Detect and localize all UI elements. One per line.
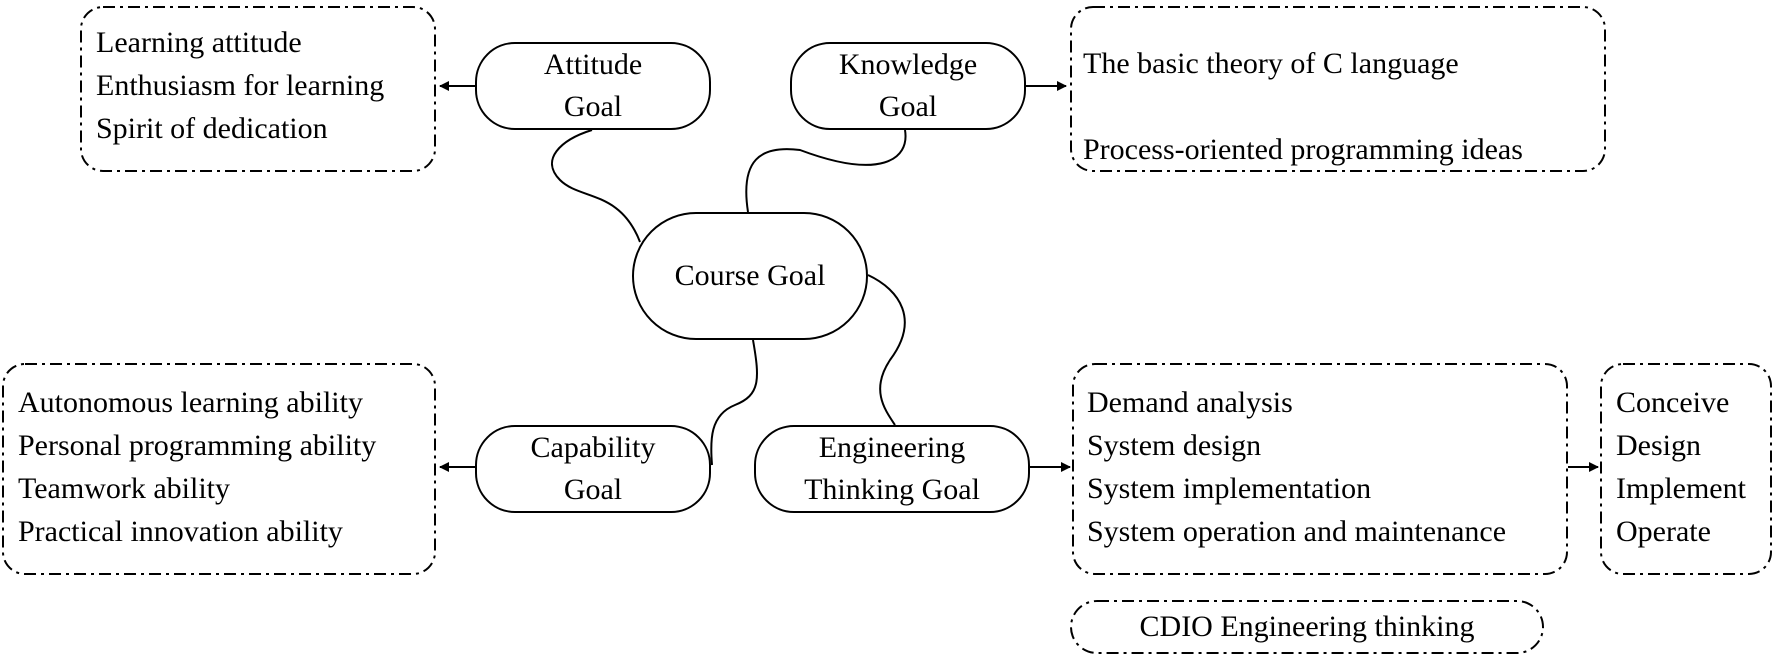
goal-label-line1: Knowledge [838, 48, 978, 81]
curve-center-capability [710, 339, 758, 466]
engineering-details-box [1072, 363, 1568, 575]
list-item: Design [1616, 429, 1701, 462]
knowledge-details-list: The basic theory of C language Process-o… [1083, 21, 1523, 193]
goal-label-line1: Capability [530, 431, 656, 464]
list-item: Process-oriented programming ideas [1083, 133, 1523, 166]
list-item: Personal programming ability [18, 429, 377, 462]
attitude-details-list: Learning attitude Enthusiasm for learnin… [96, 21, 384, 150]
list-item: Conceive [1616, 386, 1730, 419]
list-item: Demand analysis [1087, 386, 1293, 419]
capability-details-list: Autonomous learning ability Personal pro… [18, 381, 376, 553]
list-item: Spirit of dedication [96, 112, 328, 145]
attitude-goal-node: Attitude Goal [475, 42, 711, 130]
list-item: System design [1087, 429, 1262, 462]
capability-details-box [2, 363, 436, 575]
goal-label-line2: Goal [563, 90, 623, 123]
list-item: Implement [1616, 472, 1746, 505]
curve-center-attitude [551, 129, 641, 243]
list-item: Operate [1616, 515, 1711, 548]
engineering-goal-node: Engineering Thinking Goal [754, 425, 1030, 513]
cdio-label: CDIO Engineering thinking [1139, 610, 1475, 643]
list-item: System operation and maintenance [1087, 515, 1507, 548]
knowledge-details-box [1070, 6, 1606, 172]
list-item: Practical innovation ability [18, 515, 343, 548]
course-goal-label: Course Goal [674, 259, 826, 292]
course-goal-node: Course Goal [632, 212, 868, 340]
cdio-label-box [1070, 600, 1544, 654]
curve-center-engineering [867, 274, 906, 426]
list-item: System implementation [1087, 472, 1372, 505]
attitude-details-box [80, 6, 436, 172]
cdio-steps-list: Conceive Design Implement Operate [1616, 381, 1746, 553]
goal-label-line2: Goal [563, 473, 623, 506]
list-item: Learning attitude [96, 26, 302, 59]
list-item: Teamwork ability [18, 472, 231, 505]
list-item: Autonomous learning ability [18, 386, 363, 419]
goal-label-line1: Engineering [818, 431, 966, 464]
list-item: The basic theory of C language [1083, 47, 1459, 80]
goal-label-line2: Thinking Goal [804, 473, 980, 506]
curve-center-knowledge [745, 129, 907, 213]
list-item: Enthusiasm for learning [96, 69, 385, 102]
engineering-details-list: Demand analysis System design System imp… [1087, 381, 1506, 553]
knowledge-goal-node: Knowledge Goal [790, 42, 1026, 130]
cdio-steps-box [1600, 363, 1772, 575]
capability-goal-node: Capability Goal [475, 425, 711, 513]
goal-label-line2: Goal [878, 90, 938, 123]
goal-label-line1: Attitude [543, 48, 643, 81]
